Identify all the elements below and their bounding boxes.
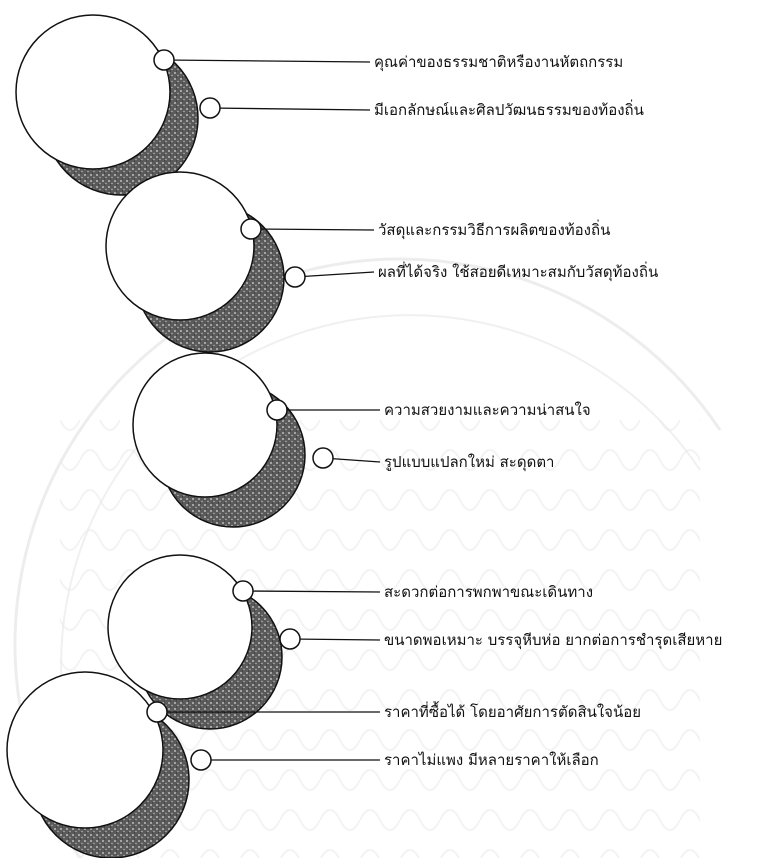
- crescent-group-1: [16, 15, 370, 195]
- marker-dot: [241, 219, 261, 239]
- marker-dot: [267, 400, 287, 420]
- marker-dot: [154, 50, 174, 70]
- diagram-label: สะดวกต่อการพกพาขณะเดินทาง: [384, 583, 593, 601]
- white-circle: [106, 172, 254, 320]
- marker-dot: [313, 448, 333, 468]
- marker-dot: [280, 629, 300, 649]
- leader-line: [164, 60, 370, 62]
- diagram-label: ราคาไม่แพง มีหลายราคาให้เลือก: [384, 751, 599, 769]
- leader-line: [210, 108, 370, 110]
- marker-dot: [233, 581, 253, 601]
- crescent-group-2: [106, 172, 374, 352]
- white-circle: [108, 555, 252, 699]
- marker-dot: [191, 750, 211, 770]
- diagram-label: คุณค่าของธรรมชาติหรืองานหัตถกรรม: [374, 53, 623, 71]
- diagram-label: ผลที่ได้จริง ใช้สอยดีเหมาะสมกับวัสดุท้อง…: [378, 263, 658, 281]
- marker-dot: [147, 702, 167, 722]
- diagram-label: ความสวยงามและความน่าสนใจ: [384, 401, 591, 419]
- diagram-label: ราคาที่ซื้อได้ โดยอาศัยการตัดสินใจน้อย: [384, 703, 641, 721]
- diagram-label: ขนาดพอเหมาะ บรรจุหีบห่อ ยากต่อการชำรุดเส…: [384, 631, 722, 649]
- white-circle: [7, 672, 163, 828]
- leader-line: [251, 229, 374, 230]
- white-circle: [133, 353, 277, 497]
- white-circle: [16, 15, 170, 169]
- diagram-label: วัสดุและกรรมวิธีการผลิตของท้องถิ่น: [378, 221, 610, 239]
- leader-line: [295, 272, 374, 277]
- marker-dot: [285, 267, 305, 287]
- diagram-label: มีเอกลักษณ์และศิลปวัฒนธรรมของท้องถิ่น: [374, 101, 644, 119]
- marker-dot: [200, 98, 220, 118]
- diagram-label: รูปแบบแปลกใหม่ สะดุดตา: [384, 453, 554, 471]
